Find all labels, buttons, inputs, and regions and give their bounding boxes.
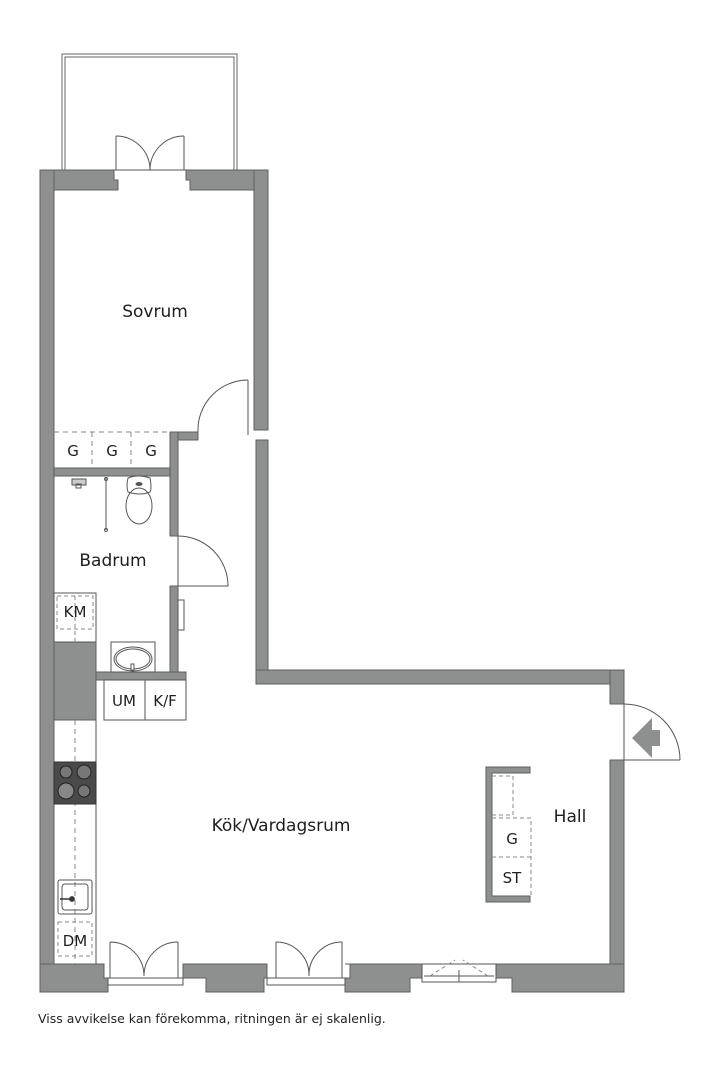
washing-machine-label: KM	[63, 603, 87, 621]
walls	[39, 169, 625, 993]
hall-storage-label: ST	[502, 869, 522, 887]
living-door-right[interactable]	[266, 941, 346, 986]
washbasin-icon	[110, 641, 156, 673]
room-label-hall: Hall	[553, 807, 587, 827]
washing-machine	[53, 592, 97, 643]
entrance-arrow-icon	[632, 718, 660, 758]
oven-label: UM	[112, 692, 136, 710]
living-door-left[interactable]	[107, 941, 184, 986]
room-label-sovrum: Sovrum	[122, 302, 188, 322]
wardrobe-label: G	[106, 442, 118, 460]
dishwasher-label: DM	[62, 932, 88, 950]
stove-icon	[53, 761, 97, 805]
shower-icon	[71, 477, 108, 532]
room-label-kok-vardagsrum: Kök/Vardagsrum	[211, 816, 351, 836]
hall-wardrobe-label: G	[506, 830, 518, 848]
kitchen-sink-icon	[57, 879, 93, 915]
dishwasher	[57, 921, 93, 957]
wardrobe-label: G	[145, 442, 157, 460]
wardrobe-label: G	[67, 442, 79, 460]
kitchen-counter	[74, 720, 97, 964]
disclaimer-text: Viss avvikelse kan förekomma, ritningen …	[38, 1011, 386, 1026]
electrical-cabinet	[177, 599, 185, 631]
bathroom-door[interactable]	[177, 535, 229, 587]
entrance-door[interactable]	[623, 703, 681, 761]
balcony-door[interactable]	[114, 135, 186, 171]
fridge-freezer-label: K/F	[153, 692, 177, 710]
balcony	[61, 53, 238, 170]
toilet-icon	[125, 475, 153, 525]
kitchen-appliances-top	[103, 679, 187, 721]
room-label-badrum: Badrum	[79, 551, 147, 571]
bedroom-wardrobes	[54, 431, 170, 468]
window	[421, 959, 497, 983]
hall-wardrobe	[485, 766, 532, 903]
bedroom-door[interactable]	[197, 379, 249, 435]
